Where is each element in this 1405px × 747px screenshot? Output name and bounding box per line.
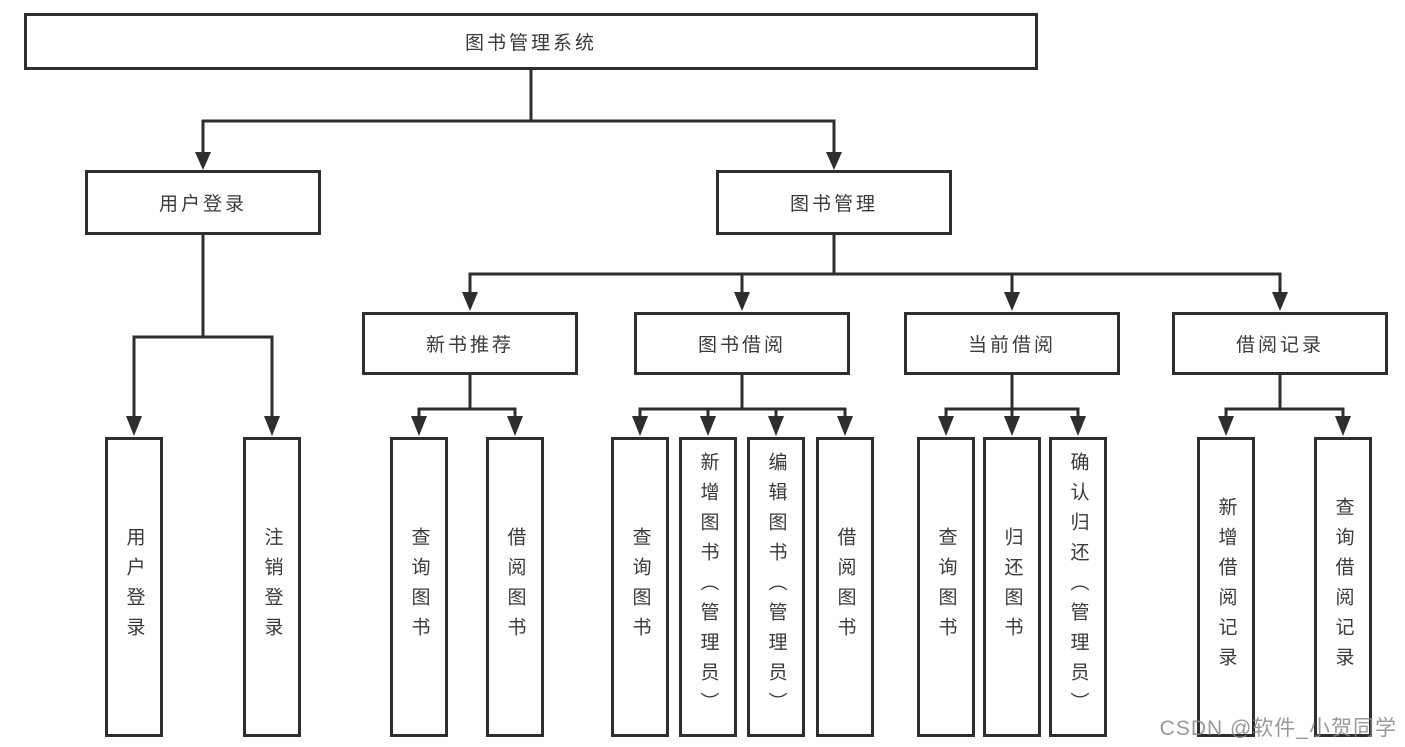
node-label: 确认归还（管理员） — [1067, 452, 1089, 722]
leaf-user-login: 用户登录 — [105, 437, 163, 737]
node-label: 新增图书（管理员） — [697, 452, 719, 722]
node-label: 注销登录 — [261, 527, 283, 647]
node-label: 编辑图书（管理员） — [765, 452, 787, 722]
node-label: 图书管理 — [789, 194, 878, 215]
node-label: 借阅图书 — [834, 527, 856, 647]
node-label: 用户登录 — [123, 527, 145, 647]
node-label: 查询图书 — [935, 527, 957, 647]
node-label: 查询图书 — [408, 527, 430, 647]
leaf-return-book: 归还图书 — [983, 437, 1041, 737]
leaf-edit-book-admin: 编辑图书（管理员） — [747, 437, 805, 737]
node-user-login-branch: 用户登录 — [85, 170, 321, 235]
leaf-query-book-3: 查询图书 — [917, 437, 975, 737]
node-label: 查询借阅记录 — [1332, 497, 1354, 677]
node-new-book-recommend: 新书推荐 — [362, 312, 578, 375]
node-label: 当前借阅 — [967, 335, 1056, 356]
node-label: 查询图书 — [629, 527, 651, 647]
leaf-borrow-book-2: 借阅图书 — [816, 437, 874, 737]
node-label: 归还图书 — [1001, 527, 1023, 647]
node-book-management-branch: 图书管理 — [716, 170, 952, 235]
leaf-query-book-2: 查询图书 — [611, 437, 669, 737]
leaf-logout: 注销登录 — [243, 437, 301, 737]
leaf-add-book-admin: 新增图书（管理员） — [679, 437, 737, 737]
leaf-confirm-return-admin: 确认归还（管理员） — [1049, 437, 1107, 737]
node-label: 图书管理系统 — [464, 33, 597, 54]
leaf-borrow-book-1: 借阅图书 — [486, 437, 544, 737]
leaf-add-borrow-record: 新增借阅记录 — [1197, 437, 1255, 737]
leaf-query-book-1: 查询图书 — [390, 437, 448, 737]
node-label: 图书借阅 — [697, 335, 786, 356]
leaf-query-borrow-record: 查询借阅记录 — [1314, 437, 1372, 737]
node-borrow-record: 借阅记录 — [1172, 312, 1388, 375]
node-label: 借阅图书 — [504, 527, 526, 647]
node-label: 新增借阅记录 — [1215, 497, 1237, 677]
node-book-borrow: 图书借阅 — [634, 312, 850, 375]
node-label: 用户登录 — [158, 194, 247, 215]
node-system-root: 图书管理系统 — [24, 13, 1038, 70]
node-current-borrow: 当前借阅 — [904, 312, 1120, 375]
node-label: 新书推荐 — [425, 335, 514, 356]
node-label: 借阅记录 — [1235, 335, 1324, 356]
